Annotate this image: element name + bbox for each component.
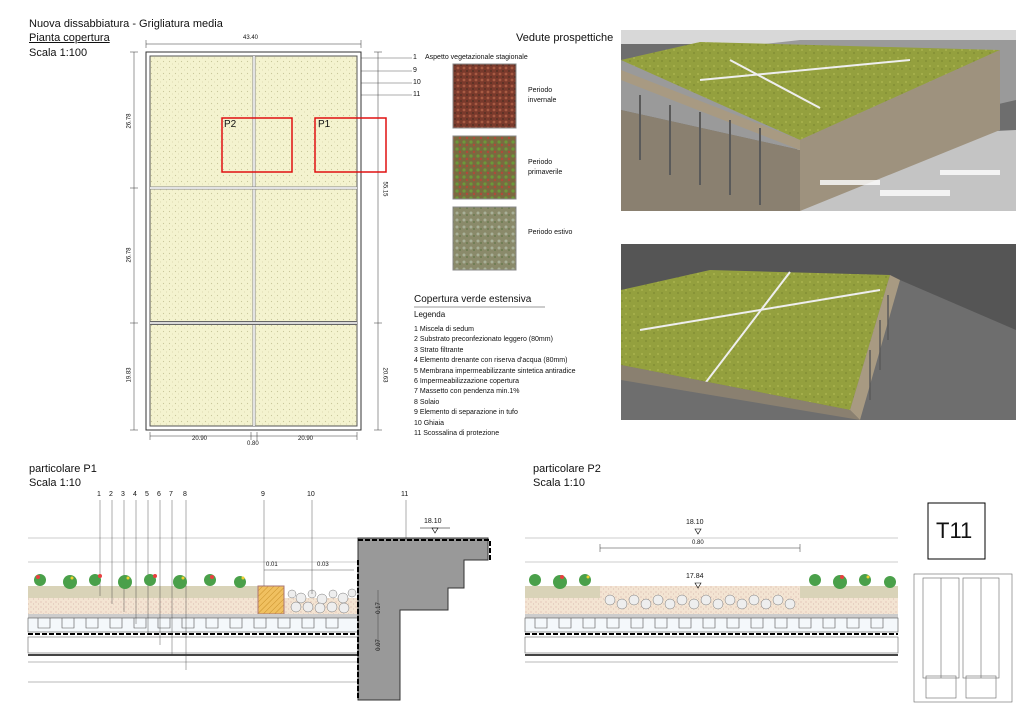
p2-scale: Scala 1:10 (533, 477, 585, 489)
dim-left-2: 26.78 (126, 247, 133, 263)
legend-item: 3 Strato filtrante (414, 346, 464, 354)
p1-label-4: 4 (133, 491, 137, 498)
sheet-code: T11 (936, 518, 973, 543)
legend-item: 4 Elemento drenante con riserva d'acqua … (414, 357, 568, 365)
legend-list: 1 Miscela di sedum 2 Substrato preconfez… (414, 325, 575, 439)
season-spring: Periodo primaverile (528, 159, 563, 176)
dim-left-1: 26.78 (126, 113, 133, 129)
p1-dim-v1: 0.17 (375, 602, 382, 614)
detail-box-p2 (221, 117, 293, 173)
drawing-title: Nuova dissabbiatura - Grigliatura media (29, 18, 223, 30)
dim-right-2: 20.63 (381, 367, 388, 383)
dim-right-1: 55.15 (381, 181, 388, 197)
legend-item: 10 Ghiaia (414, 419, 444, 427)
callout-10: 10 (413, 79, 421, 86)
detail-p1-section (27, 500, 491, 701)
drawing-subtitle: Pianta copertura (29, 32, 110, 44)
p1-label-1: 1 (97, 491, 101, 498)
perspective-view-2 (621, 244, 1016, 420)
p1-dim-v2: 0.07 (375, 639, 382, 651)
p1-label-5: 5 (145, 491, 149, 498)
legend-item: 8 Solaio (414, 398, 440, 406)
p1-label-11: 11 (401, 491, 409, 498)
p1-label-9: 9 (261, 491, 265, 498)
p2-elevation-top: 18.10 (686, 519, 704, 526)
p1-label-6: 6 (157, 491, 161, 498)
dim-bottom-2: 20.90 (298, 436, 314, 442)
photo-winter (452, 63, 517, 129)
dim-bottom-1: 20.90 (192, 436, 208, 442)
p1-elevation: 18.10 (424, 518, 442, 525)
dim-bottom-mid: 0.80 (247, 441, 259, 447)
mini-section-drawing (913, 573, 1013, 703)
perspective-view-1 (621, 30, 1016, 211)
callout-1: 1 (413, 54, 417, 61)
season-winter: Periodo invernale (528, 87, 557, 104)
drawing-scale: Scala 1:100 (29, 47, 88, 59)
legend-item: 1 Miscela di sedum (414, 326, 474, 333)
sedum-plants-p1 (34, 574, 246, 589)
detail-box-p1 (314, 117, 387, 173)
dim-top: 43.40 (243, 35, 259, 41)
roof-plan (130, 40, 412, 440)
p1-dim-1: 0.01 (266, 562, 278, 568)
dim-left-3: 19.83 (126, 367, 133, 383)
p1-label-2: 2 (109, 491, 113, 498)
sheet-code-box (927, 502, 986, 560)
legend-section-title: Copertura verde estensiva (414, 294, 532, 305)
detail-label-p1: P1 (318, 119, 331, 130)
p1-title: particolare P1 (29, 463, 97, 475)
p1-label-10: 10 (307, 491, 315, 498)
callout-11: 11 (413, 91, 421, 98)
photo-summer (452, 206, 517, 271)
p1-dim-2: 0.03 (317, 562, 329, 568)
p2-title: particolare P2 (533, 463, 601, 475)
legend-item: 11 Scossalina di protezione (414, 430, 500, 438)
legend-item: 2 Substrato preconfezionato leggero (80m… (414, 336, 553, 344)
callout-9: 9 (413, 67, 417, 74)
legend-item: 5 Membrana impermeabilizzante sintetica … (414, 367, 576, 375)
p2-width: 0.80 (692, 540, 704, 546)
legend-item: 9 Elemento di separazione in tufo (414, 409, 518, 417)
p1-scale: Scala 1:10 (29, 477, 81, 489)
p1-label-8: 8 (183, 491, 187, 498)
p1-label-7: 7 (169, 491, 173, 498)
legend-item: 6 Impermeabilizzazione copertura (414, 378, 520, 386)
p1-label-3: 3 (121, 491, 125, 498)
season-summer: Periodo estivo (528, 229, 573, 236)
sedum-plants-p2 (529, 574, 896, 589)
photo-spring (452, 135, 517, 200)
detail-p2-section (524, 528, 899, 663)
p2-elevation-mid: 17.84 (686, 573, 704, 580)
detail-label-p2: P2 (224, 119, 237, 130)
views-title: Vedute prospettiche (516, 32, 614, 44)
seasonal-title: Aspetto vegetazionale stagionale (425, 54, 528, 61)
legend-item: 7 Massetto con pendenza min.1% (414, 388, 520, 396)
legend-title: Legenda (414, 310, 446, 319)
